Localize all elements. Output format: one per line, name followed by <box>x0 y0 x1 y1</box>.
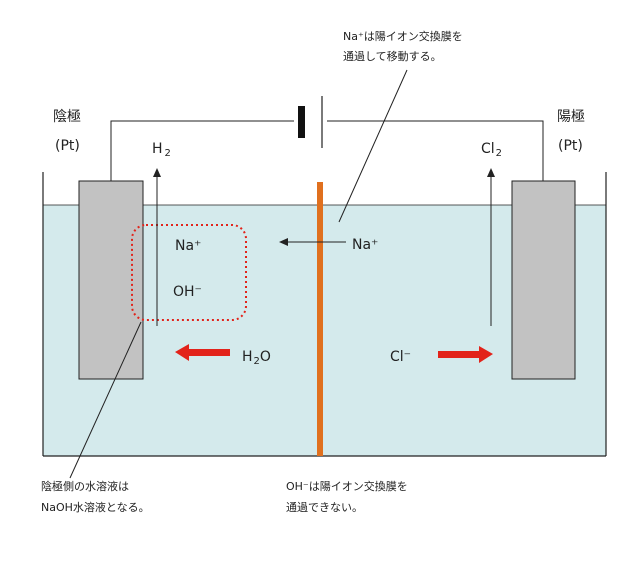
oh-block-note-line2: 通過できない。 <box>286 501 363 514</box>
anode-electrode <box>511 180 576 380</box>
na-ion-anode-label: Na⁺ <box>352 237 378 253</box>
h2-label-sub: 2 <box>165 148 171 159</box>
cl-red-arrow <box>438 346 493 363</box>
oh-ion-label: OH⁻ <box>173 284 202 300</box>
membrane-callout-line <box>338 69 408 223</box>
cathode-electrode <box>78 180 144 380</box>
h2o-label-base: H <box>242 349 253 365</box>
cl2-label-base: Cl <box>481 141 495 157</box>
cl-ion-label: Cl⁻ <box>390 349 411 365</box>
cl2-label: Cl2 <box>481 141 502 159</box>
cathode-solution-note-line2: NaOH水溶液となる。 <box>41 500 150 514</box>
na-migration-arrow <box>279 238 346 246</box>
membrane-note-line2: 通過して移動する。 <box>343 49 442 63</box>
h2o-label: H2O <box>242 349 271 367</box>
cathode-material-label: (Pt) <box>55 138 80 154</box>
cathode-solution-note-line1: 陰極側の水溶液は <box>41 479 129 493</box>
solution-callout-line <box>69 321 142 479</box>
h2o-red-arrow <box>175 344 230 361</box>
external-circuit <box>110 120 544 181</box>
h2-label-base: H <box>152 141 163 157</box>
anode-name-label: 陽極 <box>557 109 585 125</box>
anode-material-label: (Pt) <box>558 138 583 154</box>
membrane-note-line1: Na⁺は陽イオン交換膜を <box>343 29 463 43</box>
oh-block-note-line1: OH⁻は陽イオン交換膜を <box>286 479 408 493</box>
na-ion-cathode-label: Na⁺ <box>175 238 201 254</box>
h2o-label-sub: 2 <box>254 356 260 367</box>
cl2-label-sub: 2 <box>496 148 502 159</box>
cathode-name-label: 陰極 <box>53 109 81 125</box>
h2o-label-tail: O <box>260 349 271 365</box>
cathode-solution-region <box>131 224 247 321</box>
cation-exchange-membrane <box>317 182 323 456</box>
battery-negative-plate <box>298 106 305 138</box>
h2-gas-arrow <box>153 168 161 326</box>
cl2-gas-arrow <box>487 168 495 326</box>
